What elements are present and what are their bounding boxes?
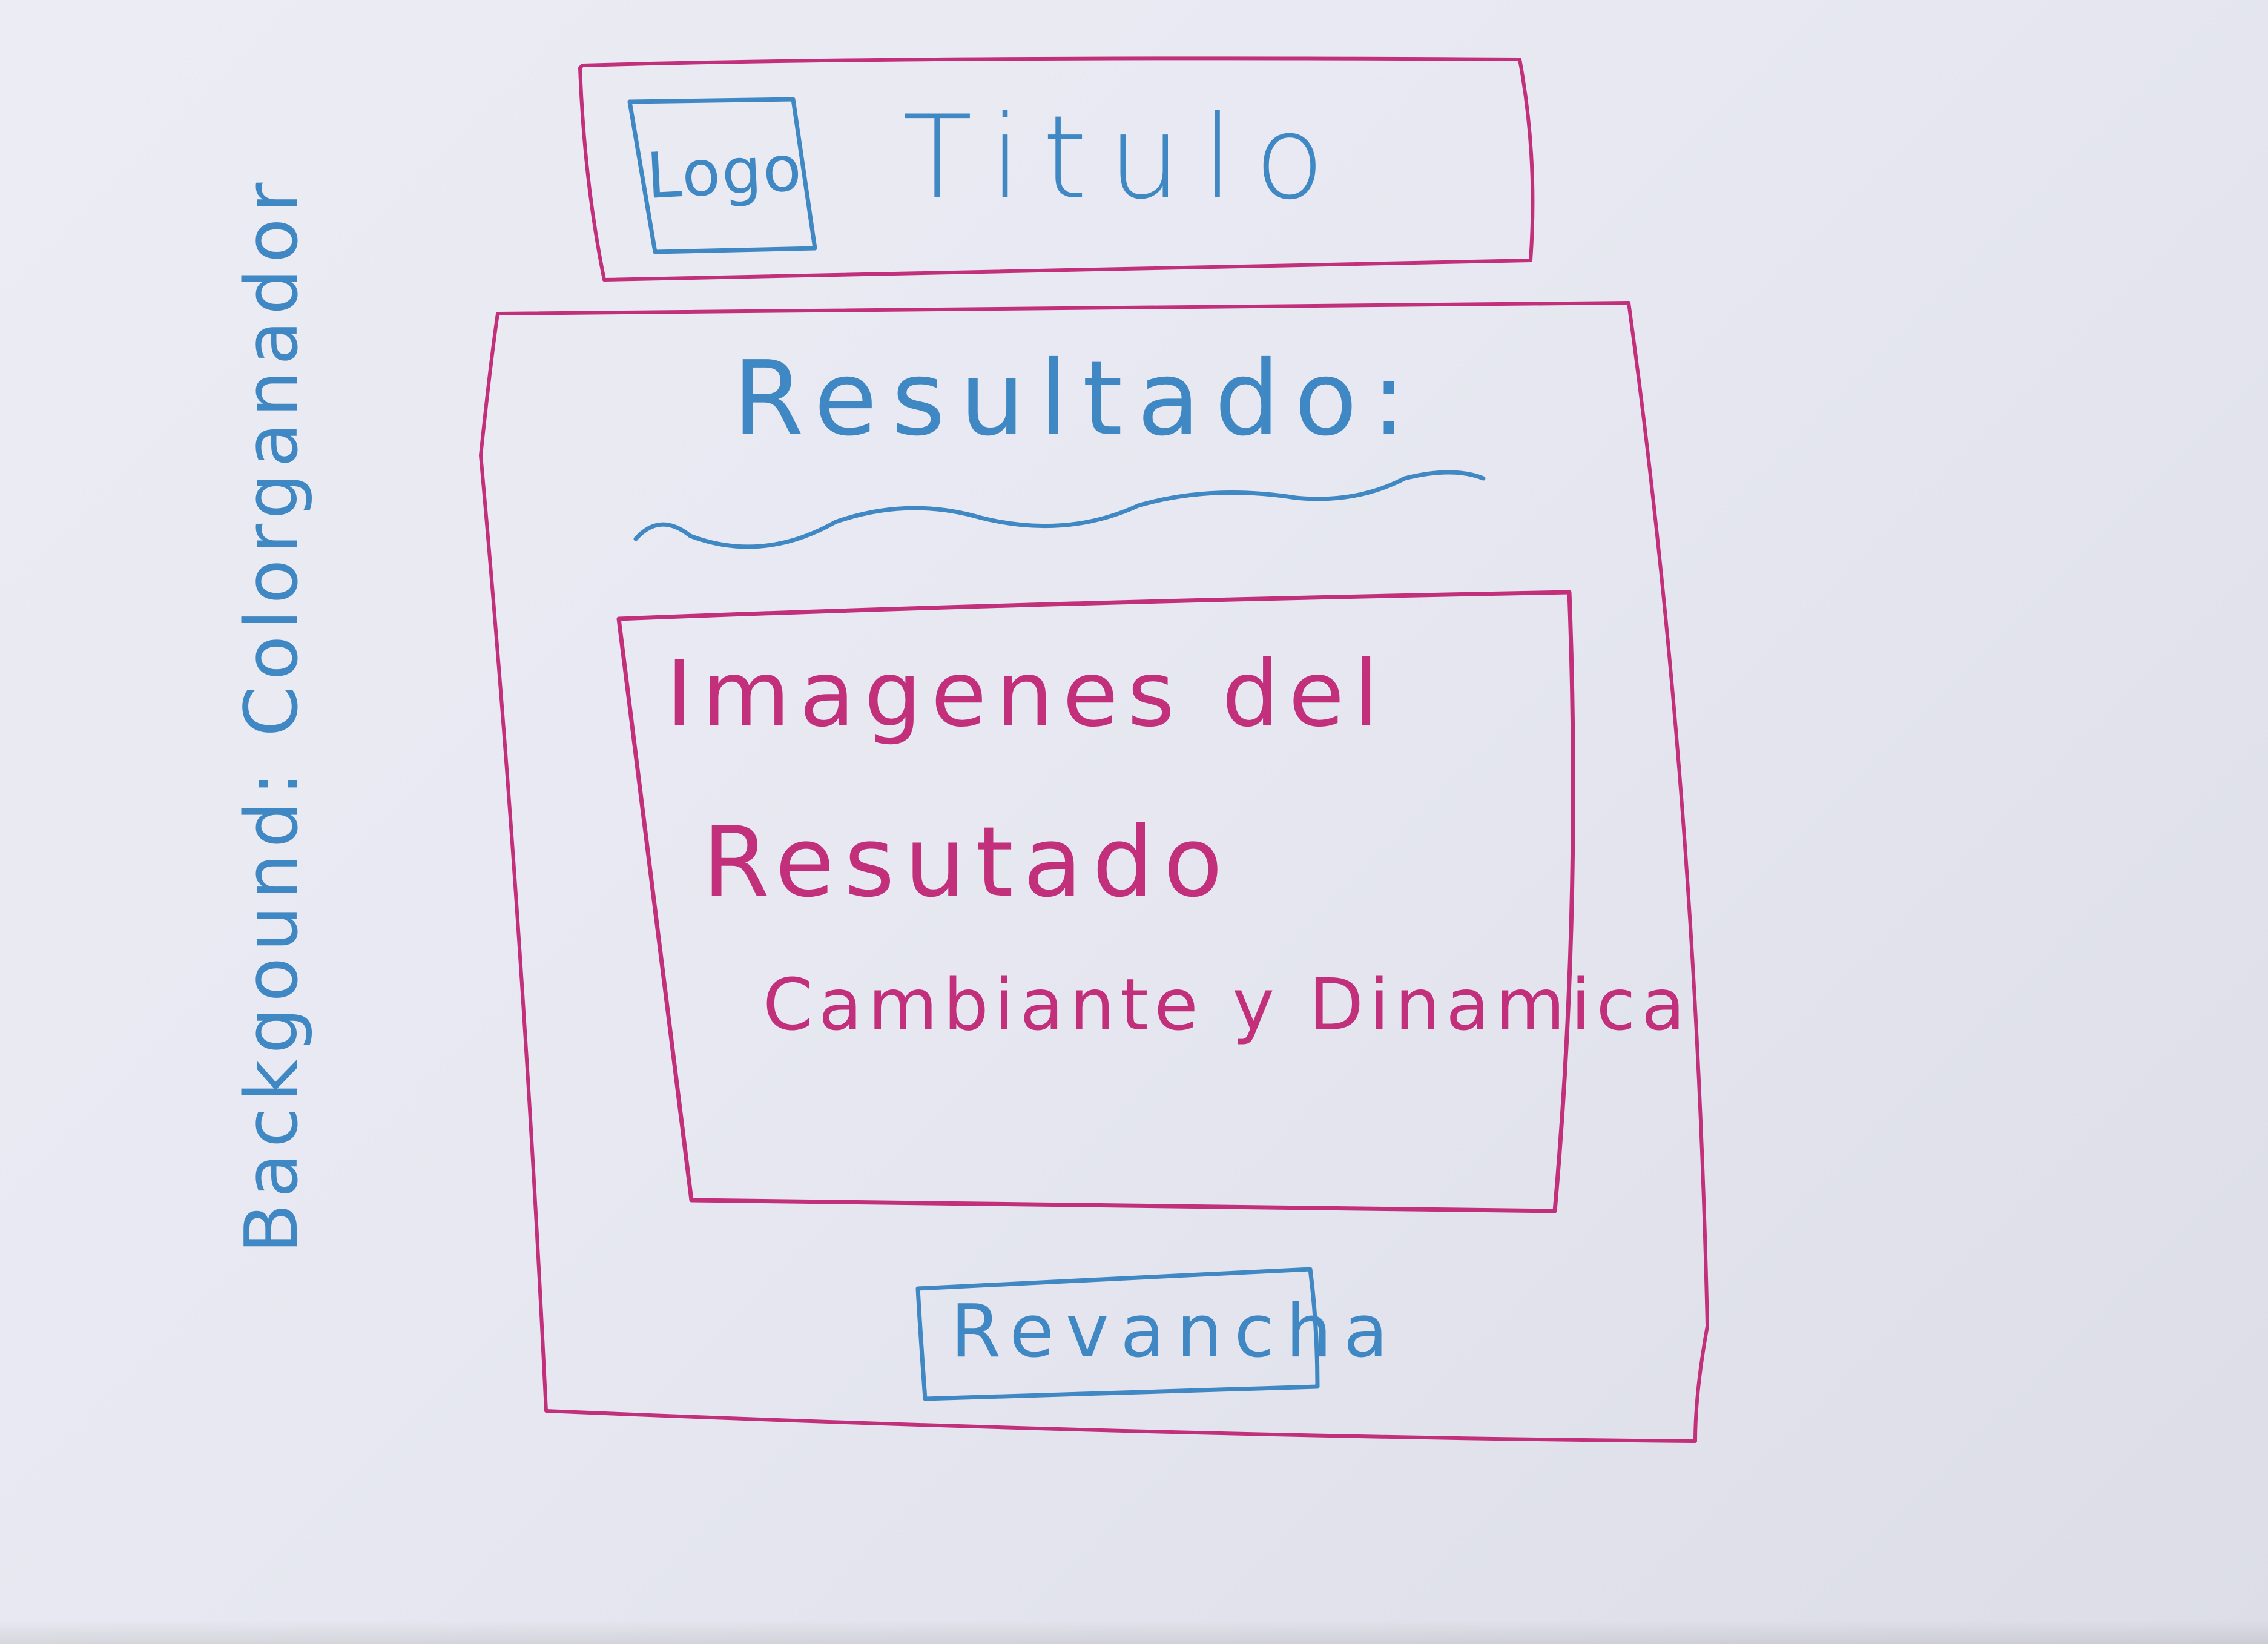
main-container: [479, 301, 1709, 1443]
image-area-line-2: Resutado: [702, 805, 1233, 919]
rematch-button[interactable]: Revancha: [951, 1290, 1400, 1374]
image-area-line-3: Cambiante y Dinamica: [763, 963, 1691, 1046]
header-box: [578, 56, 1535, 282]
result-label: Resultado:: [733, 339, 1421, 459]
background-note: Backgound: Colorganador: [230, 177, 314, 1253]
page-title: Titulo: [902, 91, 1346, 225]
result-image-area: [616, 590, 1575, 1213]
result-value-placeholder: [633, 470, 1486, 549]
rematch-button-box: [915, 1267, 1320, 1401]
image-area-line-1: Imagenes del: [666, 642, 1388, 747]
logo-box: [627, 97, 817, 254]
paper-edge: [0, 1620, 2268, 1644]
logo-placeholder: Logo: [644, 131, 805, 213]
